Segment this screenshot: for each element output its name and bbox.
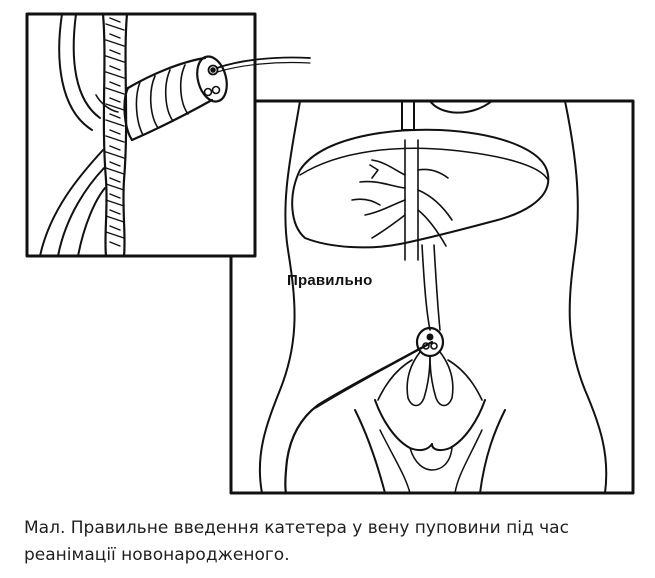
umbilical-vein-2 <box>433 244 441 331</box>
inset-catheter <box>216 56 311 69</box>
catheter-tube <box>284 340 434 495</box>
correct-placement-label: Правильно <box>287 272 373 289</box>
figure-caption: Мал. Правильне введення катетера у вену … <box>24 518 569 565</box>
vessel-curve-5 <box>77 187 106 257</box>
umbilical-cord-left <box>101 12 108 258</box>
body-outline-left <box>258 100 301 494</box>
vessel-curve-4 <box>57 167 105 257</box>
genital-outline <box>409 447 453 471</box>
vessel-curve-1 <box>58 13 93 131</box>
groin-right <box>431 399 486 452</box>
inset-catheter-inner <box>95 94 119 113</box>
umbilical-catheter-illustration: Правильно <box>25 12 635 495</box>
stump-end <box>196 55 228 103</box>
rib-line <box>299 147 549 181</box>
hepatic-vessel-branches <box>351 139 453 261</box>
neck-tube <box>401 100 415 131</box>
torso-panel-frame <box>229 99 635 495</box>
umbilical-vein <box>421 244 431 331</box>
vessel-curve-3 <box>39 149 104 257</box>
inset-panel <box>25 12 311 258</box>
groin-left <box>374 399 433 452</box>
stump-wrap-lines <box>135 64 189 136</box>
umbilical-cord-right <box>122 12 129 258</box>
stump-cylinder <box>126 56 214 142</box>
leg-right <box>479 409 506 494</box>
shoulder-curve <box>429 100 493 114</box>
vessel-curve-2 <box>72 13 101 119</box>
thigh-fold-right <box>454 429 483 494</box>
umbilical-arteries <box>377 351 483 407</box>
thigh-fold-left <box>379 429 411 494</box>
cord-twist-marks <box>105 17 125 247</box>
torso-panel <box>229 99 635 495</box>
body-outline-right <box>564 100 608 494</box>
liver-outline <box>291 128 550 249</box>
leg-left <box>354 409 386 494</box>
